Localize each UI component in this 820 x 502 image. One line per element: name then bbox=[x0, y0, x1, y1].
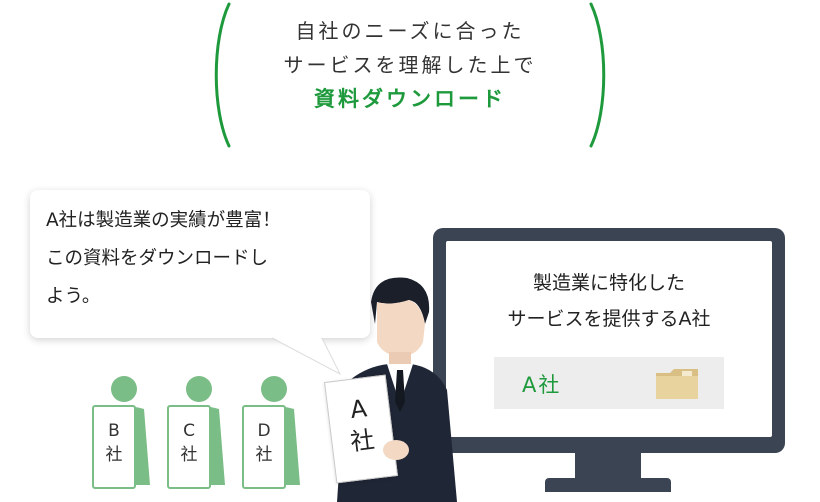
heading-line-2: サービスを理解した上で bbox=[283, 53, 537, 77]
file-label: A社 bbox=[522, 373, 562, 397]
left-parenthesis-icon bbox=[214, 2, 231, 148]
right-parenthesis-icon bbox=[589, 2, 606, 148]
company-suffix: 社 bbox=[105, 445, 123, 465]
company-letter: C bbox=[183, 421, 195, 441]
company-figure-c: C 社 bbox=[167, 375, 233, 495]
monitor-screen: 製造業に特化した サービスを提供するA社 A社 bbox=[446, 241, 772, 437]
screen-line-2: サービスを提供するA社 bbox=[507, 308, 711, 330]
company-figure-d: D 社 bbox=[242, 375, 308, 495]
company-suffix: 社 bbox=[255, 445, 273, 465]
company-doc: D 社 bbox=[242, 405, 286, 489]
company-doc: B 社 bbox=[92, 405, 136, 489]
bubble-line-1: A社は製造業の実績が豊富！ bbox=[46, 210, 281, 231]
company-letter: B bbox=[108, 421, 120, 441]
heading-line-1: 自社のニーズに合った bbox=[295, 19, 525, 43]
file-row[interactable]: A社 bbox=[494, 357, 724, 409]
screen-line-1: 製造業に特化した bbox=[532, 272, 685, 294]
monitor-stand-neck bbox=[575, 452, 641, 480]
monitor: 製造業に特化した サービスを提供するA社 A社 bbox=[433, 228, 785, 453]
heading-line-3: 資料ダウンロード bbox=[314, 87, 506, 111]
folder-icon bbox=[656, 369, 698, 399]
hand-icon bbox=[383, 440, 409, 460]
speech-bubble: A社は製造業の実績が豊富！ この資料をダウンロードし よう。 bbox=[30, 190, 370, 338]
monitor-stand-base bbox=[545, 478, 671, 492]
heading-block: 自社のニーズに合った サービスを理解した上で 資料ダウンロード bbox=[210, 0, 610, 152]
company-suffix: 社 bbox=[180, 445, 198, 465]
company-doc: C 社 bbox=[167, 405, 211, 489]
bubble-tail-icon bbox=[270, 336, 342, 376]
company-letter: D bbox=[257, 421, 271, 441]
bubble-line-3: よう。 bbox=[46, 286, 101, 307]
bubble-line-2: この資料をダウンロードし bbox=[46, 248, 269, 269]
company-figure-b: B 社 bbox=[92, 375, 158, 495]
